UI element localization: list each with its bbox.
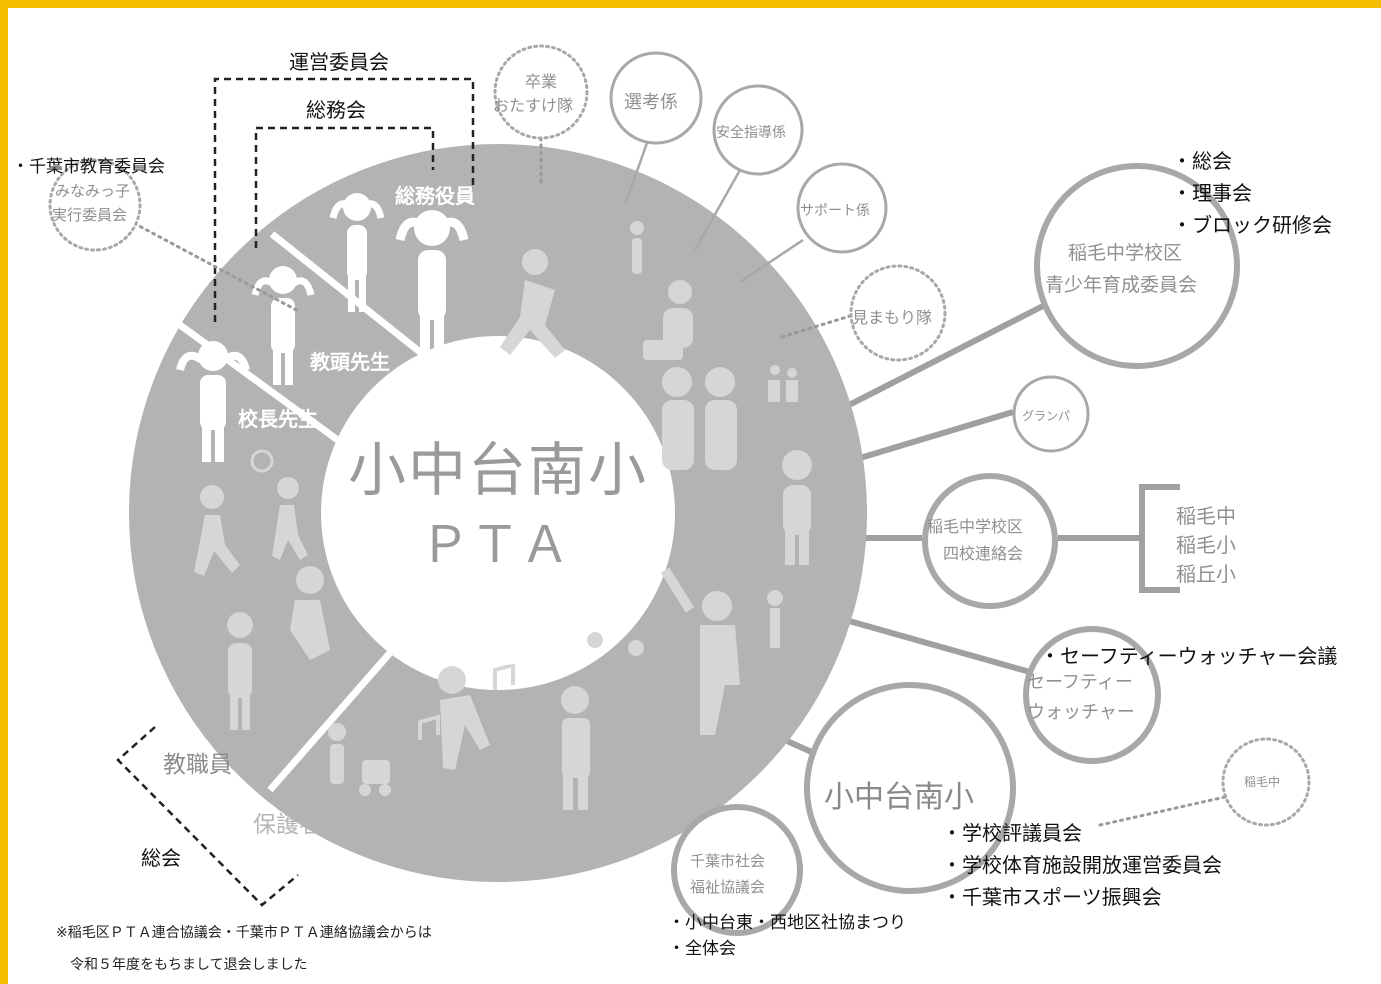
youth-line2: 青少年育成委員会 xyxy=(1045,274,1198,296)
steering-committee-label: 運営委員会 xyxy=(289,50,389,74)
youth-line1: 稲毛中学校区 xyxy=(1068,242,1183,264)
divider-parents xyxy=(267,627,413,793)
general-affairs-label: 総務会 xyxy=(306,98,366,122)
safety-watcher-line2: ウォッチャー xyxy=(1027,702,1135,723)
music-note-icons xyxy=(418,662,515,740)
circle-safety-watcher xyxy=(1023,626,1161,764)
youth-list-item-1: ・総会 xyxy=(1172,149,1232,173)
teacher-figures xyxy=(176,266,315,462)
school-circle-label: 小中台南小 xyxy=(824,780,974,815)
bracket-general-meeting xyxy=(116,726,299,907)
sector-principal: 校長先生 xyxy=(238,407,318,431)
minamikko-line2: 実行委員会 xyxy=(52,206,128,224)
sector-vice-principal: 教頭先生 xyxy=(310,350,390,374)
youth-list-item-2: ・理事会 xyxy=(1172,181,1252,205)
minamikko-line1: みなみっ子 xyxy=(55,182,131,200)
welfare-list-item-2: ・全体会 xyxy=(668,939,736,959)
safety-label: 安全指導係 xyxy=(716,125,786,141)
circle-minamikko xyxy=(48,158,142,252)
circle-four-schools xyxy=(922,473,1058,609)
school-list-item-c: ・千葉市スポーツ振興会 xyxy=(942,885,1162,909)
four-schools-line1: 稲毛中学校区 xyxy=(927,517,1024,536)
center-title: 小中台南小 xyxy=(348,436,649,504)
footnote-line1: ※稲毛区ＰＴＡ連合協議会・千葉市ＰＴＡ連絡協議会からは xyxy=(56,925,432,941)
safety-watcher-line1: セーフティー xyxy=(1027,672,1133,693)
watch-label: 見まもり隊 xyxy=(852,308,933,327)
school-list-item-a: ・学校評議員会 xyxy=(942,821,1082,845)
circle-granpa xyxy=(1012,375,1090,453)
circle-safety xyxy=(712,84,804,176)
sector-staff: 教職員 xyxy=(163,752,232,778)
graduation-line1: 卒業 xyxy=(524,72,557,91)
welfare-list-item-1: ・小中台東・西地区社協まつり xyxy=(668,913,906,933)
school-list-item-2: 稲毛小 xyxy=(1176,533,1236,557)
safety-watcher-meeting-label: ・セーフティーウォッチャー会議 xyxy=(1040,644,1338,668)
youth-list-item-3: ・ブロック研修会 xyxy=(1172,213,1332,237)
education-board-label: ・千葉市教育委員会 xyxy=(12,157,165,177)
sector-officers: 総務役員 xyxy=(395,184,475,208)
bracket-general-affairs xyxy=(254,126,435,248)
inage-jh-small-label: 稲毛中 xyxy=(1244,775,1281,789)
center-circle xyxy=(346,361,650,665)
circle-graduation-helpers xyxy=(493,44,589,140)
center-subtitle: ＰＴＡ xyxy=(420,516,570,574)
schools-bracket xyxy=(1139,484,1180,593)
circle-election xyxy=(609,51,703,145)
election-label: 選考係 xyxy=(624,92,678,113)
four-schools-line2: 四校連絡会 xyxy=(943,544,1024,563)
circle-inage-jh-small xyxy=(1221,737,1311,827)
circle-youth-committee xyxy=(1034,163,1240,369)
welfare-line2: 福祉協議会 xyxy=(690,878,766,896)
member-pictograms xyxy=(194,221,812,810)
graduation-line2: おたすけ隊 xyxy=(493,96,574,115)
circle-welfare xyxy=(671,804,803,936)
officer-figures xyxy=(329,193,469,370)
general-meeting-label: 総会 xyxy=(141,846,181,870)
sector-parents: 保護者 xyxy=(253,812,322,838)
school-list-item-3: 稲丘小 xyxy=(1176,562,1236,586)
circle-support xyxy=(796,162,888,254)
circle-school xyxy=(804,682,1016,894)
school-list-item-1: 稲毛中 xyxy=(1176,504,1236,528)
support-label: サポート係 xyxy=(800,203,870,219)
bracket-steering xyxy=(213,77,475,322)
pta-ring xyxy=(129,144,867,882)
footnote-line2: 令和５年度をもちまして退会しました xyxy=(70,957,308,973)
circle-watch-team xyxy=(849,264,947,362)
welfare-line1: 千葉市社会 xyxy=(690,852,766,870)
school-list-item-b: ・学校体育施設開放運営委員会 xyxy=(942,853,1222,877)
granpa-label: グランパ xyxy=(1022,409,1071,423)
